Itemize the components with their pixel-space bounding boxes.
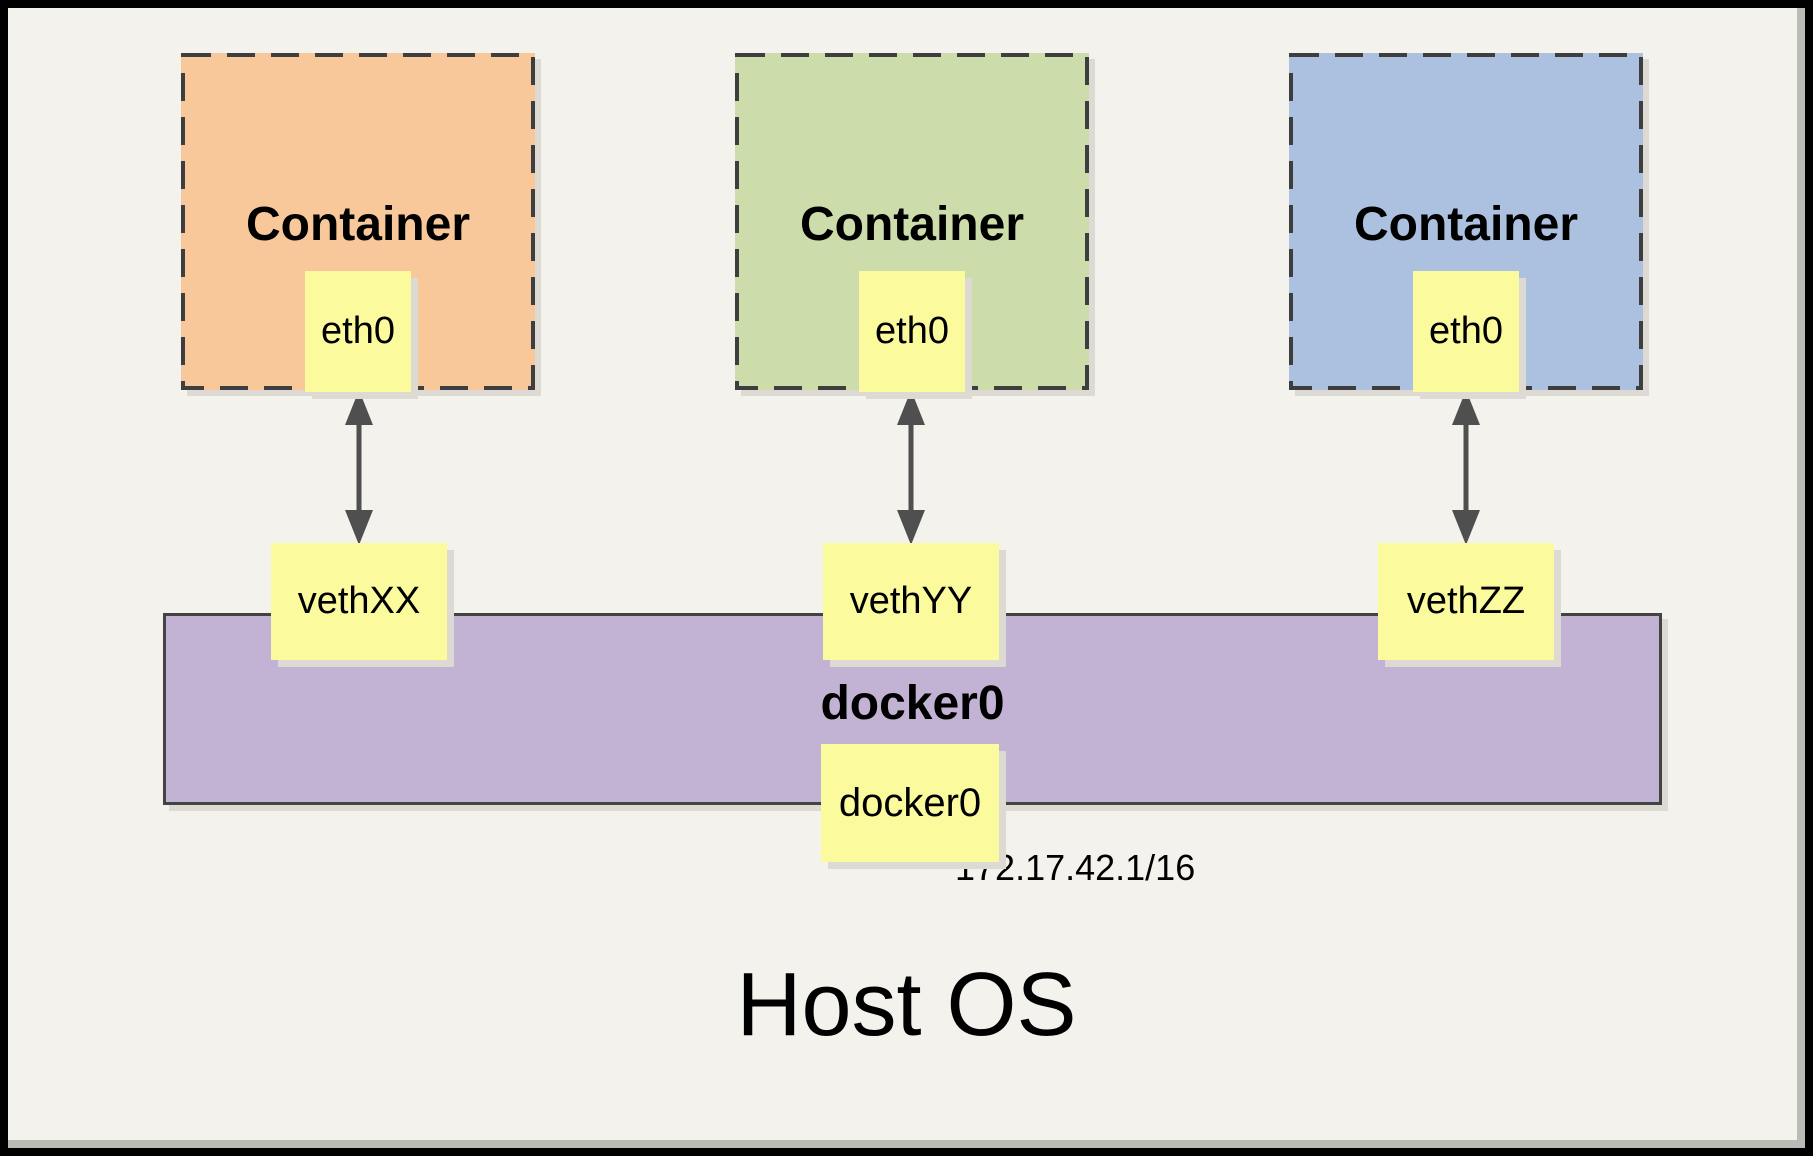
host-os-label: Host OS <box>736 955 1077 1055</box>
veth-note-yy: vethYY <box>823 543 999 660</box>
eth0-label: eth0 <box>1429 310 1503 352</box>
container-title: Container <box>799 198 1024 251</box>
eth0-interface-note: eth0 <box>859 271 965 392</box>
veth-label: vethXX <box>297 580 421 622</box>
bridge-title: docker0 <box>820 677 1005 730</box>
veth-label: vethZZ <box>1406 580 1526 622</box>
container-box-3: Container eth0 <box>1289 53 1643 392</box>
bidirectional-arrow-icon <box>345 390 373 545</box>
bidirectional-arrow-icon <box>897 390 925 545</box>
container-title: Container <box>245 198 470 251</box>
bidirectional-arrow-icon <box>1452 390 1480 545</box>
diagram-canvas: Container eth0 Container eth0 Container … <box>8 8 1805 1148</box>
docker0-label: docker0 <box>838 780 982 825</box>
container-box-1: Container eth0 <box>181 53 535 392</box>
veth-note-zz: vethZZ <box>1378 543 1554 660</box>
veth-label: vethYY <box>849 580 973 622</box>
container-title: Container <box>1353 198 1578 251</box>
eth0-label: eth0 <box>875 310 949 352</box>
eth0-label: eth0 <box>321 310 395 352</box>
eth0-interface-note: eth0 <box>305 271 411 392</box>
veth-note-xx: vethXX <box>271 543 447 660</box>
eth0-interface-note: eth0 <box>1413 271 1519 392</box>
docker0-interface-note: docker0 <box>821 744 999 862</box>
container-box-2: Container eth0 <box>735 53 1089 392</box>
